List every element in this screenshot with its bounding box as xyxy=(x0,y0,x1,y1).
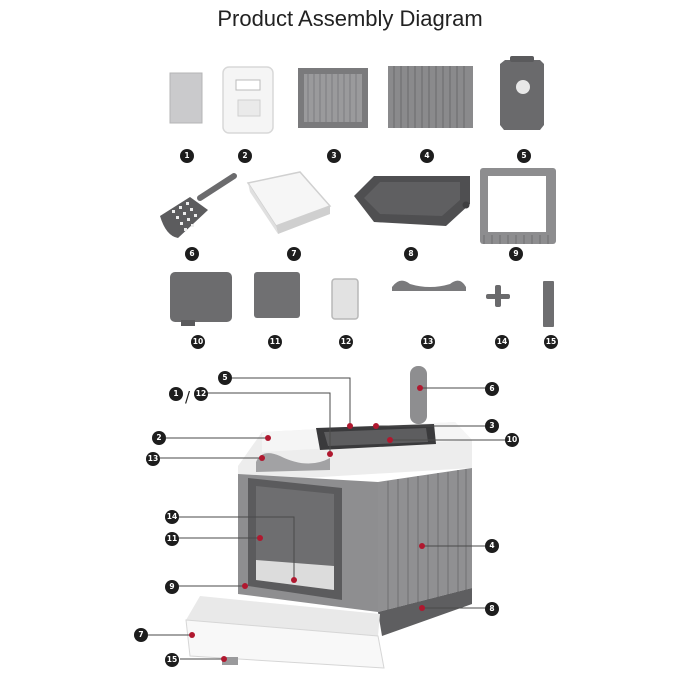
part-badge-15: 15 xyxy=(544,335,558,349)
part-7-drawer-tray xyxy=(246,171,332,234)
part-badge-13: 13 xyxy=(421,335,435,349)
part-1-filter-sheet xyxy=(169,72,203,124)
part-badge-1: 1 xyxy=(180,149,194,163)
part-3-frame xyxy=(298,68,368,128)
part-11-inner-panel xyxy=(254,272,300,318)
callout-badge-4: 4 xyxy=(485,539,499,553)
part-13-top-handle xyxy=(392,280,466,291)
part-14-connector xyxy=(486,285,510,307)
part-badge-2: 2 xyxy=(238,149,252,163)
part-badge-10: 10 xyxy=(191,335,205,349)
callout-badge-10: 10 xyxy=(505,433,519,447)
callout-badge-13: 13 xyxy=(146,452,160,466)
part-badge-4: 4 xyxy=(420,149,434,163)
part-5-back-panel xyxy=(500,56,544,130)
callout-badge-8: 8 xyxy=(485,602,499,616)
part-badge-3: 3 xyxy=(327,149,341,163)
assembled-box xyxy=(185,366,472,669)
part-4-side-panel xyxy=(388,66,473,128)
callout-badge-3: 3 xyxy=(485,419,499,433)
callout-badge-14: 14 xyxy=(165,510,179,524)
part-badge-12: 12 xyxy=(339,335,353,349)
part-badge-5: 5 xyxy=(517,149,531,163)
part-15-latch xyxy=(543,281,554,327)
part-badge-8: 8 xyxy=(404,247,418,261)
callout-badge-2: 2 xyxy=(152,431,166,445)
callout-badge-7: 7 xyxy=(134,628,148,642)
part-badge-14: 14 xyxy=(495,335,509,349)
part-12-filter-pad xyxy=(331,278,359,320)
callout-badge-1: 1 xyxy=(169,387,183,401)
callout-markers xyxy=(189,385,425,662)
part-badge-6: 6 xyxy=(185,247,199,261)
part-badge-9: 9 xyxy=(509,247,523,261)
callout-badge-15: 15 xyxy=(165,653,179,667)
callout-badge-6: 6 xyxy=(485,382,499,396)
callout-slash: / xyxy=(185,388,191,406)
part-badge-7: 7 xyxy=(287,247,301,261)
callout-badge-5: 5 xyxy=(218,371,232,385)
callout-badge-9: 9 xyxy=(165,580,179,594)
part-9-front-frame xyxy=(480,168,556,244)
callout-lines xyxy=(148,377,506,660)
part-8-base-tray xyxy=(354,176,470,226)
part-10-door-panel xyxy=(170,272,232,326)
part-badge-11: 11 xyxy=(268,335,282,349)
part-2-top-cover xyxy=(222,66,274,134)
part-6-scoop xyxy=(160,173,237,238)
callout-badge-12: 12 xyxy=(194,387,208,401)
callout-badge-11: 11 xyxy=(165,532,179,546)
diagram-title: Product Assembly Diagram xyxy=(217,6,483,31)
